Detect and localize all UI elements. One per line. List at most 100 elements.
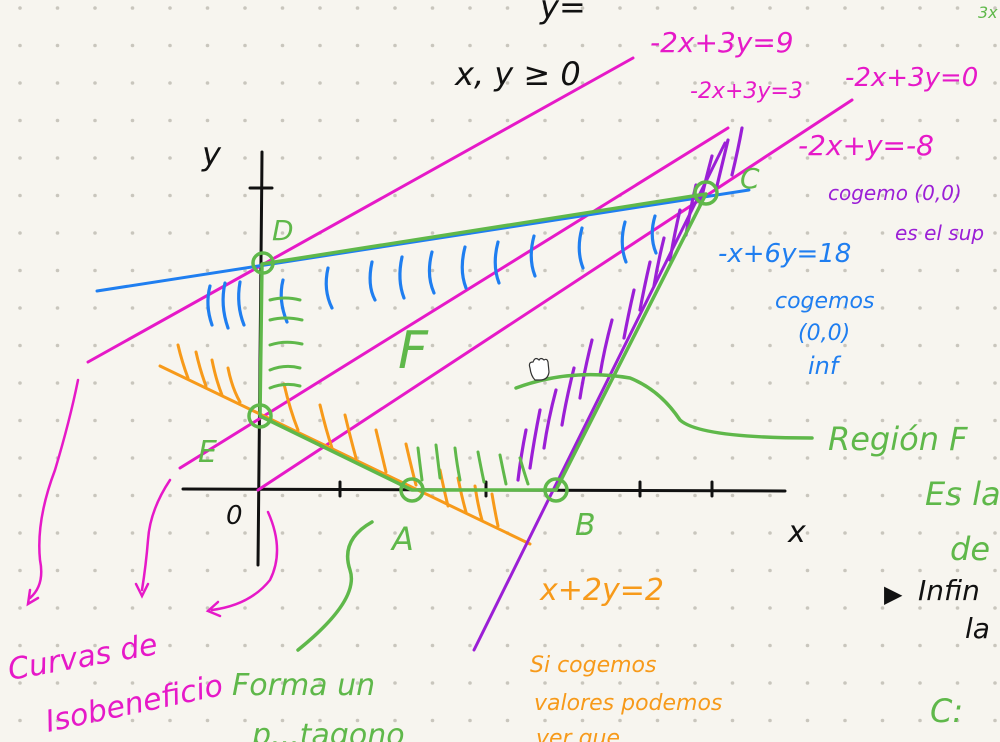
grid-dot [355, 381, 360, 385]
grid-dot [468, 118, 472, 123]
top-fragment: y= [539, 0, 586, 26]
grid-dot [918, 306, 922, 310]
grid-dot [130, 193, 135, 198]
grid-dot [18, 381, 22, 385]
grid-dot [318, 718, 322, 723]
grid-dot [318, 343, 322, 348]
grid-dot [55, 193, 60, 198]
feasible-region [247, 180, 814, 652]
grid-dot [355, 6, 360, 10]
grid-dot [430, 606, 435, 610]
grid-dot [918, 493, 922, 498]
grid-dot [618, 231, 622, 235]
grid-dot [205, 43, 210, 48]
grid-dot [543, 568, 547, 573]
grid-dot [93, 643, 97, 648]
grid-dot [280, 493, 285, 498]
forma-note-2: p...tagono [251, 718, 405, 742]
blue-note-3: inf [808, 352, 842, 380]
grid-dot [843, 343, 847, 348]
grid-dot [580, 568, 585, 573]
grid-dot [355, 718, 360, 723]
grid-dot [205, 493, 210, 498]
grid-dot [730, 156, 735, 160]
grid-dot [55, 156, 60, 160]
grid-dot [955, 381, 960, 385]
grid-dot [993, 231, 997, 235]
grid-dot [993, 456, 997, 460]
grid-dot [880, 306, 885, 310]
grid-dot [430, 193, 435, 198]
grid-dot [93, 343, 97, 348]
grid-dot [655, 118, 660, 123]
grid-dot [18, 531, 22, 535]
iso-line-9 [86, 56, 635, 364]
grid-dot [93, 568, 97, 573]
grid-dot [655, 531, 660, 535]
grid-dot [318, 643, 322, 648]
grid-dot [955, 43, 960, 48]
grid-dot [55, 643, 60, 648]
grid-dot [355, 193, 360, 198]
grid-dot [805, 268, 810, 273]
grid-dot [505, 43, 510, 48]
grid-dot [843, 418, 847, 423]
grid-dot [618, 531, 622, 535]
grid-dot [955, 718, 960, 723]
grid-dot [318, 118, 322, 123]
grid-dot [243, 718, 247, 723]
grid-dot [318, 531, 322, 535]
grid-dot [505, 493, 510, 498]
grid-dot [393, 268, 397, 273]
grid-dot [130, 343, 135, 348]
grid-dot [355, 606, 360, 610]
grid-dot [543, 381, 547, 385]
grid-dot [805, 456, 810, 460]
grid-dot [655, 456, 660, 460]
grid-dot [955, 643, 960, 648]
blue-constraint [95, 188, 751, 330]
grid-dot [768, 418, 772, 423]
grid-dot [280, 418, 285, 423]
grid-dot [693, 268, 697, 273]
grid-dot [168, 156, 172, 160]
grid-dot [505, 681, 510, 685]
grid-dot [430, 43, 435, 48]
grid-dot [768, 343, 772, 348]
grid-dot [18, 418, 22, 423]
grid-dot [918, 231, 922, 235]
grid-dot [55, 493, 60, 498]
grid-dot [18, 456, 22, 460]
grid-dot [280, 118, 285, 123]
grid-dot [618, 268, 622, 273]
grid-dot [955, 81, 960, 85]
grid-dot [55, 681, 60, 685]
grid-dot [468, 6, 472, 10]
grid-dot [580, 6, 585, 10]
grid-dot [130, 456, 135, 460]
grid-dot [655, 418, 660, 423]
grid-dot [880, 156, 885, 160]
grid-dot [880, 343, 885, 348]
grid-dot [205, 268, 210, 273]
bullet-icon: ▶ [884, 580, 903, 608]
grid-dot [430, 81, 435, 85]
point-a-label: A [390, 520, 414, 558]
grid-dot [768, 156, 772, 160]
orange-eq-label: x+2y=2 [539, 573, 664, 608]
grid-dot [730, 81, 735, 85]
grid-dot [468, 718, 472, 723]
grid-dot [355, 81, 360, 85]
grid-dot [393, 156, 397, 160]
grid-dot [843, 381, 847, 385]
grid-dot [543, 268, 547, 273]
grid-dot [693, 456, 697, 460]
grid-dot [543, 456, 547, 460]
grid-dot [355, 118, 360, 123]
grid-dot [805, 643, 810, 648]
text-layer: y= 3x x, y ≥ 0 y x 0 D C E A B F -2x+3y=… [5, 0, 1000, 742]
grid-dot [843, 306, 847, 310]
grid-dot [318, 606, 322, 610]
grid-dot [805, 531, 810, 535]
grid-dot [468, 456, 472, 460]
